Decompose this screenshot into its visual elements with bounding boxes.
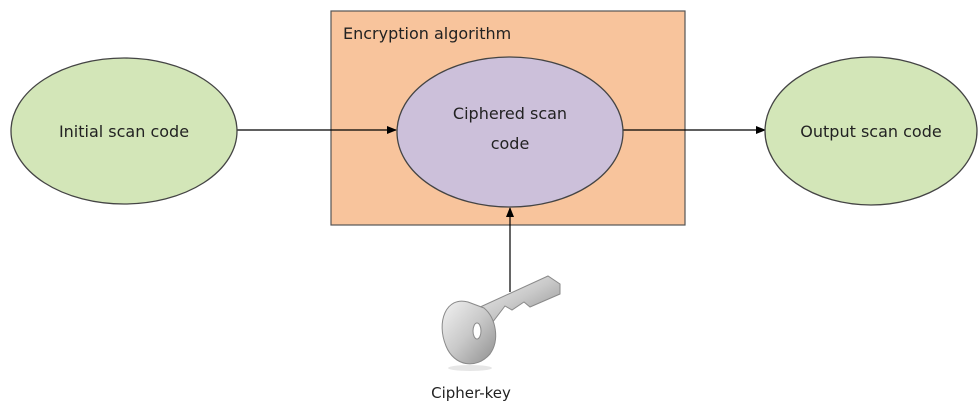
cipher-key-label: Cipher-key — [431, 384, 511, 402]
initial-scan-code-node — [10, 57, 238, 205]
encryption-algorithm-label: Encryption algorithm — [343, 24, 511, 43]
initial-scan-code-label: Initial scan code — [59, 122, 189, 141]
ciphered-scan-code-label-line1: Ciphered scan — [453, 104, 567, 123]
key-icon — [441, 275, 561, 371]
output-scan-code-label: Output scan code — [800, 122, 941, 141]
ciphered-scan-code-node — [396, 56, 624, 208]
output-scan-code-node — [764, 56, 978, 206]
ciphered-scan-code-label-line2: code — [491, 134, 530, 153]
